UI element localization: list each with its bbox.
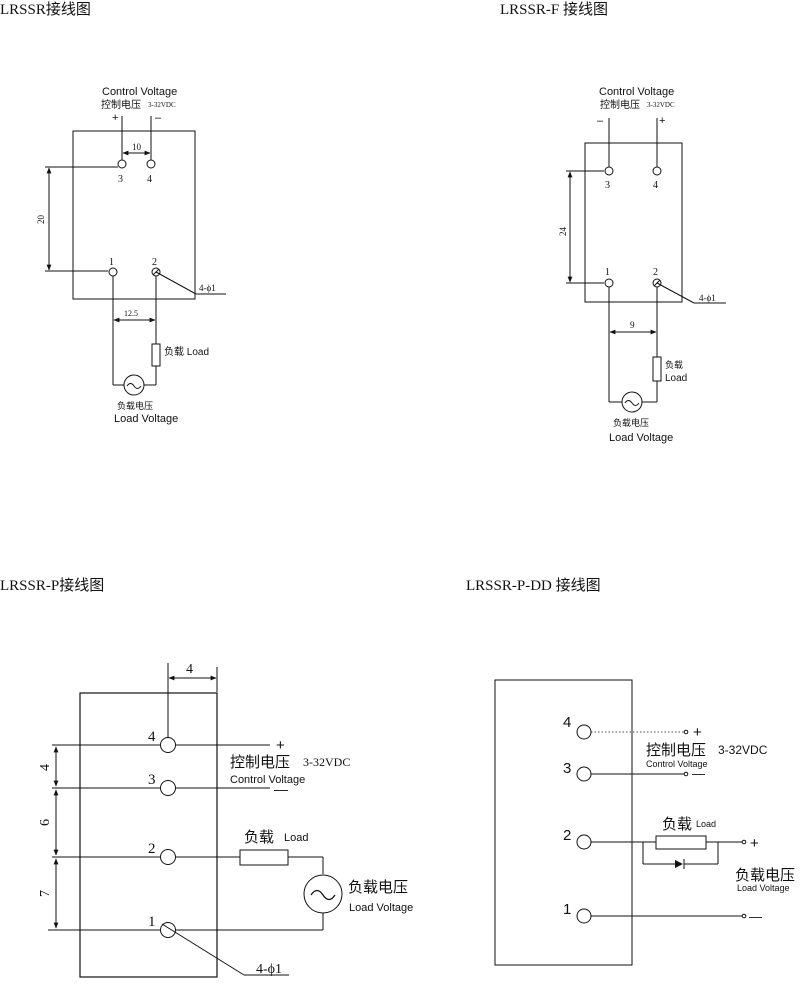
load-voltage-en: Load Voltage [349, 902, 413, 914]
control-voltage-range: 3-32VDC [148, 101, 176, 109]
load-label-cn: 负载 [665, 359, 683, 370]
load-voltage-en: Load Voltage [609, 432, 673, 444]
terminal-4 [652, 166, 662, 176]
terminal-3 [604, 166, 614, 176]
control-voltage-en: Control Voltage [646, 759, 708, 769]
terminal-4-label: 4 [653, 180, 658, 191]
terminal-1 [108, 267, 118, 277]
load-label-cn: 负载 [662, 816, 692, 833]
load-voltage-cn: 负载电压 [117, 400, 153, 411]
terminal-1-label: 1 [605, 267, 610, 278]
load-voltage-cn: 负载电压 [735, 867, 795, 884]
diagram-title: LRSSR接线图 [0, 1, 91, 18]
terminal-4 [576, 724, 592, 740]
plus-sign: + [659, 115, 665, 127]
relay-body [584, 142, 683, 303]
diagram-lrssr-f: LRSSR-F 接线图 Control Voltage 控制电压 3-32VDC… [500, 1, 726, 444]
plus-sign-load: + [750, 835, 759, 852]
diagram-title: LRSSR-P接线图 [0, 577, 104, 594]
terminal-4-label: 4 [147, 174, 152, 185]
diagram-lrssr-p-dd: LRSSR-P-DD 接线图 4 + 控制电压 3-32VDC Control … [466, 577, 795, 966]
terminal-3 [117, 159, 127, 169]
load-resistor [239, 849, 289, 866]
terminal-2-label: 2 [653, 267, 658, 278]
terminal-3-label: 3 [605, 180, 610, 191]
minus-sign: — [692, 766, 705, 781]
dim-12-5: 12.5 [124, 309, 138, 318]
diagram-title: LRSSR-F 接线图 [500, 1, 608, 18]
control-voltage-range: 3-32VDC [647, 101, 675, 109]
load-resistor [151, 343, 161, 367]
hole-spec: 4-ϕ1 [699, 293, 716, 303]
load-label-cn: 负载 [244, 829, 274, 846]
terminal-1-label: 1 [148, 914, 156, 930]
dim-20: 20 [36, 215, 46, 225]
plus-sign: + [693, 724, 702, 741]
control-voltage-cn: 控制电压 [101, 98, 141, 111]
load-label-en: Load [665, 373, 687, 384]
relay-body [79, 692, 218, 978]
load-voltage-cn: 负载电压 [348, 879, 408, 896]
minus-sign: – [597, 115, 604, 127]
dim-24: 24 [558, 227, 568, 237]
load-label: 负载 Load [164, 345, 209, 358]
diagram-lrssr: LRSSR接线图 Control Voltage 控制电压 3-32VDC + … [0, 1, 226, 425]
terminal-4 [160, 737, 176, 753]
relay-body [72, 130, 196, 300]
terminal-2-label: 2 [563, 827, 571, 844]
dim-top-4: 4 [186, 662, 193, 677]
terminal-2-label: 2 [152, 257, 157, 268]
load-resistor [655, 835, 707, 850]
load-voltage-en: Load Voltage [737, 883, 790, 893]
ac-source-icon [123, 374, 145, 396]
terminal-1-label: 1 [109, 257, 114, 268]
terminal-1 [160, 922, 176, 938]
control-voltage-range: 3-32VDC [303, 755, 350, 769]
control-voltage-cn: 控制电压 [646, 742, 706, 759]
relay-body [494, 679, 633, 966]
control-voltage-en: Control Voltage [599, 86, 674, 98]
load-label-en: Load [696, 819, 716, 829]
terminal-1 [604, 278, 614, 288]
load-label-en: Load [284, 832, 308, 844]
diode-icon [675, 860, 683, 868]
dim-10: 10 [132, 142, 142, 152]
diagram-lrssr-p: LRSSR-P接线图 4 4 + 3 — 控制电压 3-32VDC Contro… [0, 577, 413, 978]
terminal-3-label: 3 [118, 174, 123, 185]
terminal-2 [576, 834, 592, 850]
control-voltage-range: 3-32VDC [718, 743, 768, 757]
dim-4: 4 [38, 764, 53, 771]
terminal-3 [160, 780, 176, 796]
minus-sign: – [155, 112, 162, 124]
terminal-3 [576, 766, 592, 782]
hole-spec: 4-ϕ1 [199, 283, 216, 293]
plus-sign: + [276, 737, 285, 754]
load-voltage-en: Load Voltage [114, 413, 178, 425]
control-voltage-cn: 控制电压 [600, 98, 640, 111]
dim-9: 9 [630, 320, 635, 330]
terminal-4-label: 4 [563, 714, 571, 731]
diagram-title: LRSSR-P-DD 接线图 [466, 577, 601, 594]
terminal-2-label: 2 [148, 841, 156, 857]
hole-spec: 4-ϕ1 [256, 962, 282, 977]
terminal-4 [146, 159, 156, 169]
minus-sign-load: — [749, 909, 762, 924]
dim-6: 6 [38, 819, 53, 826]
plus-sign: + [112, 112, 118, 124]
control-voltage-en: Control Voltage [102, 86, 177, 98]
terminal-4-label: 4 [148, 729, 156, 745]
dim-7: 7 [38, 890, 53, 897]
load-resistor [652, 356, 662, 382]
control-voltage-en: Control Voltage [230, 774, 305, 786]
ac-source-icon [621, 391, 643, 413]
terminal-2 [160, 849, 176, 865]
terminal-3-label: 3 [148, 772, 156, 788]
load-voltage-cn: 负载电压 [613, 417, 649, 428]
terminal-3-label: 3 [563, 760, 571, 777]
minus-sign: — [274, 781, 288, 797]
terminal-1-label: 1 [563, 901, 571, 918]
terminal-1 [576, 908, 592, 924]
control-voltage-cn: 控制电压 [230, 754, 290, 771]
